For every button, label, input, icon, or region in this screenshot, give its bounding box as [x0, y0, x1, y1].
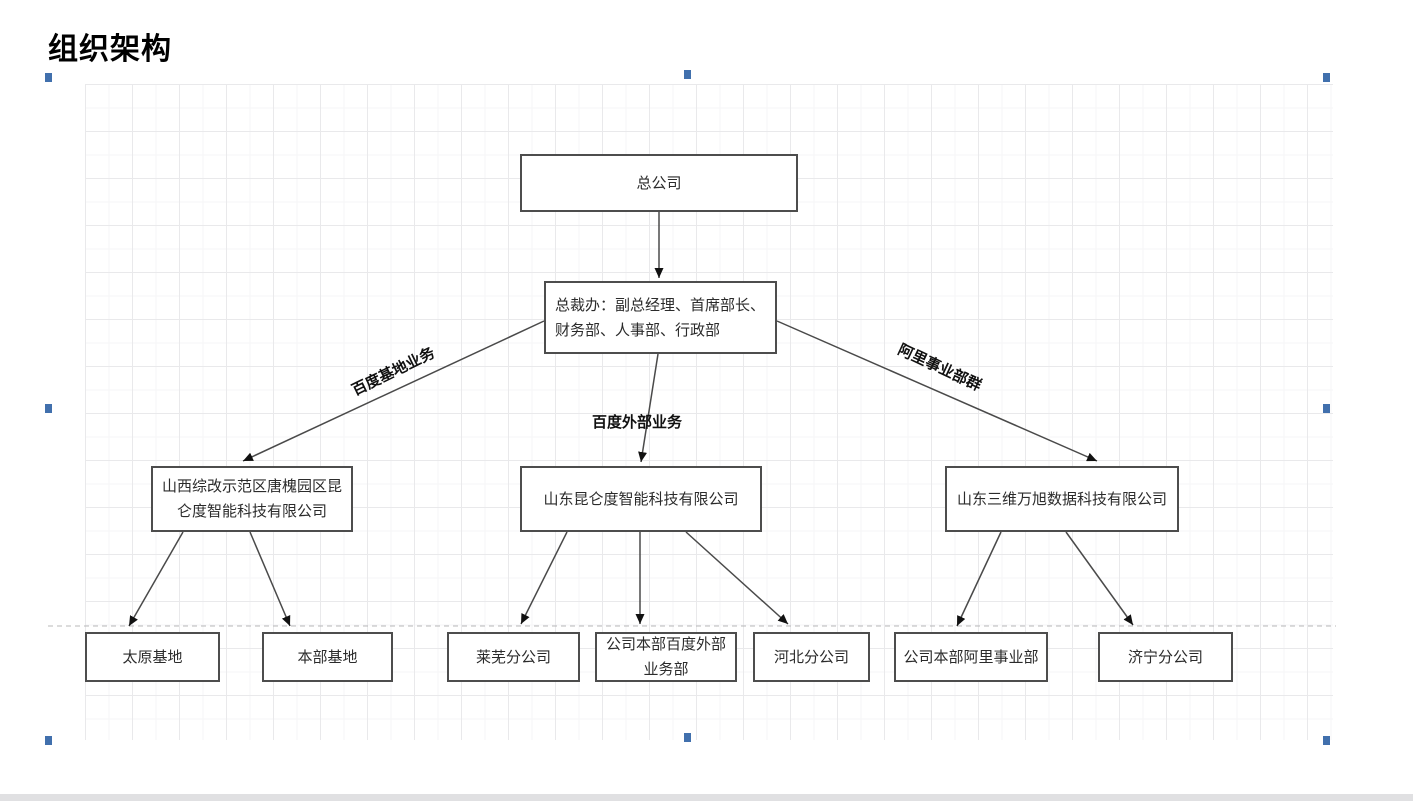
- node-laiwu-branch[interactable]: 莱芜分公司: [447, 632, 580, 682]
- connector-sanwei-to-alidept[interactable]: [956, 531, 1002, 627]
- edge-label-baidu-external-business[interactable]: 百度外部业务: [592, 414, 683, 431]
- node-taiyuan-base[interactable]: 太原基地: [85, 632, 220, 682]
- node-shandong-kunlundu[interactable]: 山东昆仑度智能科技有限公司: [520, 466, 762, 532]
- connector-shanxi-to-benbu[interactable]: [249, 531, 291, 627]
- node-ali-dept[interactable]: 公司本部阿里事业部: [894, 632, 1048, 682]
- selection-handle-bottom-middle[interactable]: [684, 733, 691, 742]
- selection-handle-top-left[interactable]: [45, 73, 52, 82]
- node-baidu-external-dept[interactable]: 公司本部百度外部业务部: [595, 632, 737, 682]
- node-jining-branch[interactable]: 济宁分公司: [1098, 632, 1233, 682]
- node-president-office[interactable]: 总裁办：副总经理、首席部长、财务部、人事部、行政部: [544, 281, 777, 354]
- connector-president-to-shanxi[interactable]: [242, 320, 545, 462]
- connector-shanxi-to-taiyuan[interactable]: [128, 531, 184, 627]
- selection-handle-bottom-right[interactable]: [1323, 736, 1330, 745]
- node-shandong-sanwei[interactable]: 山东三维万旭数据科技有限公司: [945, 466, 1179, 532]
- selection-handle-middle-left[interactable]: [45, 404, 52, 413]
- connector-president-to-sanwei[interactable]: [776, 320, 1098, 462]
- page-title: 组织架构: [48, 33, 172, 66]
- selection-handle-top-right[interactable]: [1323, 73, 1330, 82]
- selection-handle-middle-right[interactable]: [1323, 404, 1330, 413]
- selection-handle-bottom-left[interactable]: [45, 736, 52, 745]
- node-head-office[interactable]: 总公司: [520, 154, 798, 212]
- node-hebei-branch[interactable]: 河北分公司: [753, 632, 870, 682]
- bottom-scrollbar-track: [0, 794, 1413, 801]
- connector-sanwei-to-jining[interactable]: [1065, 531, 1134, 626]
- node-benbu-base[interactable]: 本部基地: [262, 632, 393, 682]
- connector-kunlundu-to-laiwu[interactable]: [520, 531, 568, 625]
- connector-kunlundu-to-hebei[interactable]: [685, 531, 789, 625]
- connector-president-to-kunlundu[interactable]: [638, 353, 659, 463]
- node-shanxi-company[interactable]: 山西综改示范区唐槐园区昆仑度智能科技有限公司: [151, 466, 353, 532]
- selection-handle-top-middle[interactable]: [684, 70, 691, 79]
